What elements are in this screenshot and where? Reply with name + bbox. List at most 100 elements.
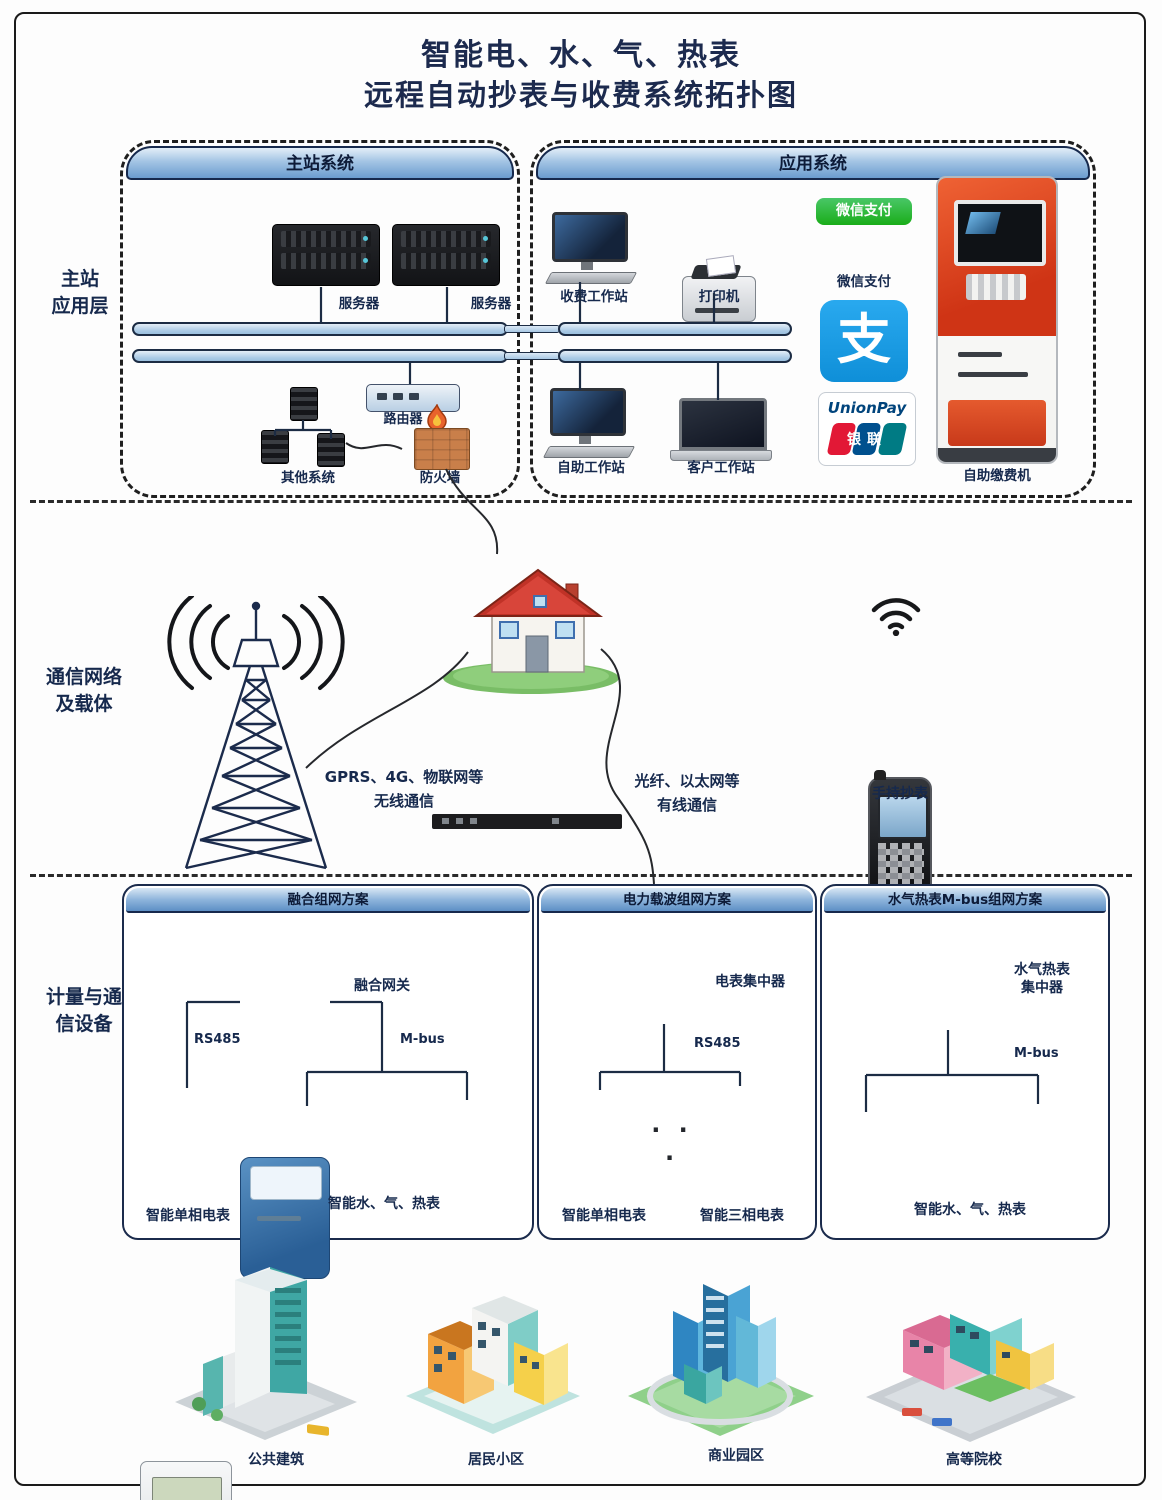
radio-tower-icon [167, 596, 345, 870]
monitor-screen2 [550, 388, 626, 436]
bus-bridge-1 [504, 325, 560, 333]
layer-label-top-line2: 应用层 [51, 294, 109, 317]
server1-label: 服务器 [338, 296, 380, 312]
handheld-screen [878, 795, 928, 839]
banner-mark3 [470, 818, 477, 824]
layer-label-bottom-line1: 计量与通 [45, 986, 122, 1008]
banner-mark2 [456, 818, 463, 824]
three-phase-meter-label: 智能三相电表 [700, 1208, 784, 1224]
building-label-business: 商业园区 [708, 1448, 764, 1464]
tree-network-icon-left [261, 430, 289, 464]
collector-label-p3-line1: 水气热表 [1014, 962, 1070, 978]
printer-slot [695, 308, 739, 313]
server1-rack-row2 [281, 253, 371, 269]
tree-network-icon-right [317, 433, 345, 467]
building-label-public: 公共建筑 [248, 1452, 304, 1468]
laptop-screen [679, 398, 767, 450]
kiosk-door [948, 400, 1046, 446]
panel-fusion-header: 融合组网方案 [126, 888, 530, 913]
router-icon [366, 384, 460, 412]
layer-label-middle-line1: 通信网络 [45, 666, 122, 688]
printer-icon [682, 255, 756, 322]
collector-label-p2: 电表集中器 [715, 974, 785, 990]
layer-label-bottom-line2: 信设备 [55, 1012, 113, 1035]
ellipsis: · · · [651, 1116, 693, 1172]
diagram-title-line2: 远程自动抄表与收费系统拓扑图 [363, 78, 798, 112]
unionpay-cn: 银联 [847, 432, 887, 448]
collector-label-p3: 水气热表 集中器 [998, 962, 1086, 997]
laptop-icon [670, 398, 772, 461]
handheld-antenna [874, 770, 886, 780]
firewall-icon [414, 428, 470, 470]
wifi-icon [871, 598, 921, 636]
tree-network-icon [290, 387, 318, 421]
wired-comm-line1: 光纤、以太网等 [634, 772, 740, 790]
kiosk-keypad [966, 274, 1026, 300]
wgh-meters-label-p3: 智能水、气、热表 [914, 1202, 1026, 1218]
main-station-box: 主站系统 [120, 140, 520, 498]
laptop-base [670, 450, 772, 461]
server1-rack-row [281, 231, 371, 247]
wireless-comm-line1: GPRS、4G、物联网等 [324, 768, 484, 786]
kiosk-screen-glint [965, 212, 1001, 234]
panel-plc: 电力载波组网方案 [537, 884, 817, 1240]
collector-label-p3-line2: 集中器 [1021, 979, 1063, 996]
printer-paper [705, 255, 737, 277]
router-port2 [393, 393, 403, 400]
monitor-stand2 [579, 436, 591, 444]
single-phase-meter-label-p2: 智能单相电表 [562, 1208, 646, 1224]
kiosk-label: 自助缴费机 [963, 468, 1031, 484]
wired-comm-line2: 有线通信 [656, 796, 717, 814]
server2-icon [392, 224, 500, 286]
unionpay-icon: UnionPay 银联 [818, 392, 916, 466]
printer-label: 打印机 [698, 289, 740, 305]
banner-mark [442, 818, 449, 824]
monitor-screen [552, 212, 628, 262]
application-box: 应用系统 [530, 140, 1096, 498]
diagram-title-line1: 智能电、水、气、热表 [421, 38, 741, 73]
kiosk-icon [936, 176, 1058, 464]
desktop-icon-selfservice [542, 388, 636, 458]
wireless-comm-line2: 无线通信 [373, 792, 434, 810]
kiosk-slot-panel [938, 336, 1056, 400]
main-station-header: 主站系统 [126, 146, 514, 180]
keyboard2 [542, 446, 636, 458]
router-port [377, 393, 387, 400]
customer-workstation-label: 客户工作站 [687, 460, 755, 476]
server1-icon [272, 224, 380, 286]
mbus-label-p1: M-bus [400, 1032, 445, 1047]
banner-bar [432, 814, 622, 829]
building-label-campus: 高等院校 [946, 1452, 1002, 1468]
gateway-label: 融合网关 [354, 978, 410, 994]
router-label: 路由器 [383, 412, 423, 427]
building-label-residential: 居民小区 [468, 1452, 524, 1468]
server2-label: 服务器 [470, 296, 512, 312]
other-systems-label: 其他系统 [281, 470, 335, 486]
application-header: 应用系统 [536, 146, 1090, 180]
kiosk-card-slot [958, 352, 1002, 357]
gateway-line [256, 1215, 301, 1221]
desktop-icon-billing [544, 212, 638, 284]
monitor-stand [581, 262, 593, 270]
single-phase-meter-label-p1: 智能单相电表 [146, 1208, 230, 1224]
ethernet-bus-left-2 [132, 349, 508, 363]
handheld-label: 手持抄表 [872, 786, 928, 802]
selfservice-workstation-label: 自助工作站 [557, 460, 625, 476]
layer-label-bottom: 计量与通 信设备 [26, 984, 142, 1037]
ethernet-bus-left-1 [132, 322, 508, 336]
ethernet-bus-right-1 [558, 322, 792, 336]
electric-meter-icon-p1 [140, 1461, 232, 1500]
handheld-keypad [878, 843, 924, 891]
mbus-label-p3: M-bus [1014, 1046, 1059, 1061]
alipay-icon: 支 [820, 300, 908, 382]
wechat-pay-badge: 微信支付 [816, 198, 912, 225]
panel-wgh-header: 水气热表M-bus组网方案 [824, 888, 1106, 913]
kiosk-screen [954, 200, 1046, 266]
ethernet-bus-right-2 [558, 349, 792, 363]
billing-workstation-label: 收费工作站 [560, 289, 628, 305]
divider-bottom [30, 874, 1132, 877]
residential-illustration [406, 1296, 580, 1434]
wgh-meters-label-p1: 智能水、气、热表 [328, 1196, 440, 1212]
unionpay-name: UnionPay [827, 399, 907, 417]
